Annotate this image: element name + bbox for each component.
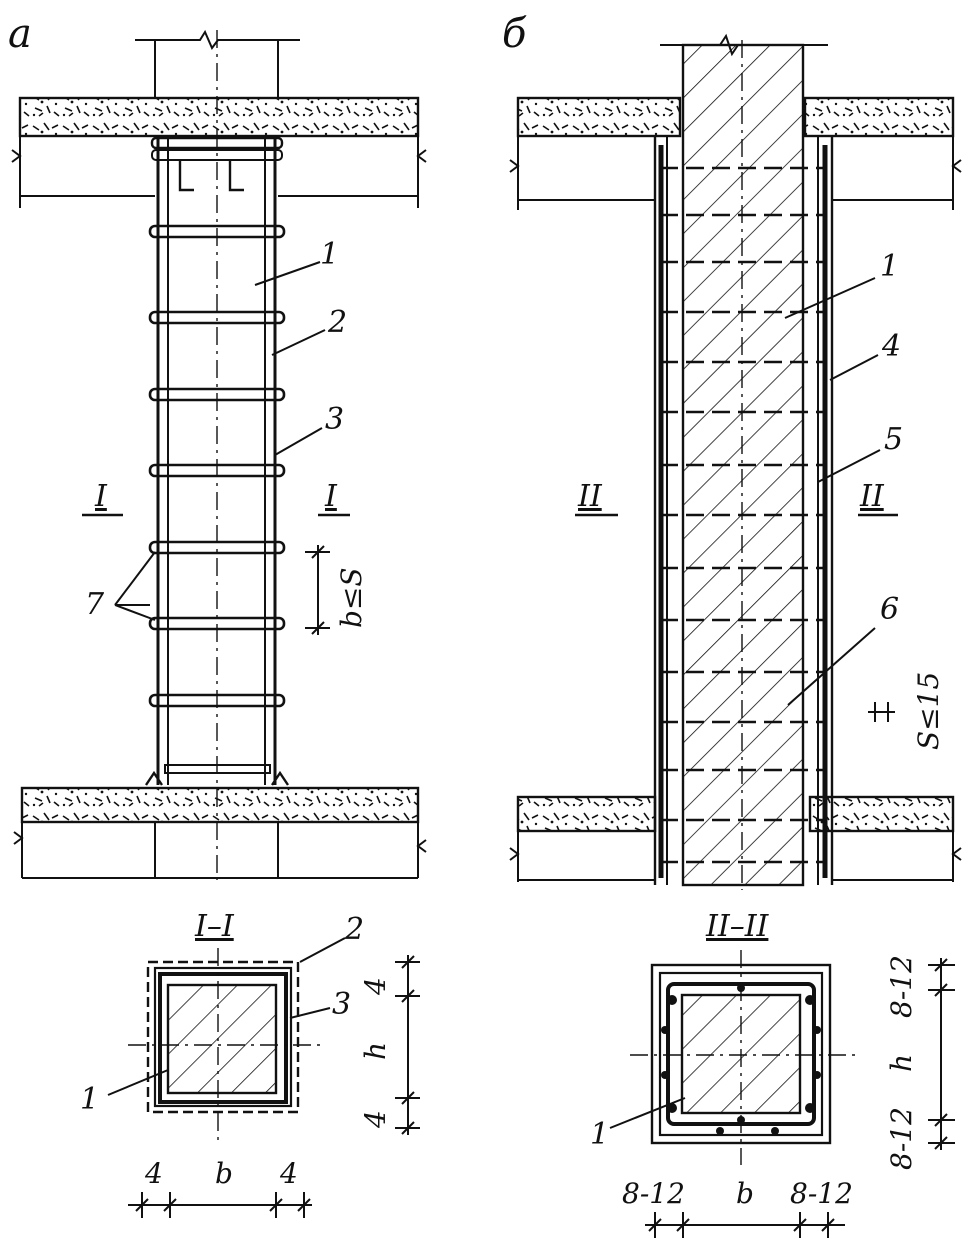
panel-a-cover-bottom: 4 bbox=[359, 1110, 392, 1128]
panel-a-spacing-label: b≤S bbox=[335, 567, 368, 628]
panel-b-marker-4: 4 bbox=[882, 329, 902, 364]
panel-b-section-mark-left: II bbox=[578, 479, 602, 514]
panel-b-section-title: II–II bbox=[706, 909, 769, 944]
panel-b-letter: б bbox=[502, 11, 527, 57]
panel-b-spacing-label: S≤15 bbox=[912, 671, 945, 750]
panel-b-marker-6: 6 bbox=[880, 592, 900, 627]
panel-b-cover-left: 8-12 bbox=[622, 1177, 685, 1210]
panel-b-section bbox=[609, 950, 955, 1238]
panel-a-width: b bbox=[215, 1157, 233, 1190]
panel-b-marker-5: 5 bbox=[884, 422, 904, 457]
panel-a-marker-1: 1 bbox=[320, 237, 340, 272]
panel-b-section-marker-1: 1 bbox=[590, 1117, 610, 1152]
panel-a-cover-left: 4 bbox=[145, 1157, 163, 1190]
panel-a-cover-right: 4 bbox=[280, 1157, 298, 1190]
panel-a-section-title: I–I bbox=[195, 909, 234, 944]
panel-b-section-mark-right: II bbox=[860, 479, 884, 514]
panel-b-cover-bottom: 8-12 bbox=[885, 1107, 918, 1170]
panel-a-section-mark-left: I bbox=[95, 479, 107, 514]
panel-a-section-marker-1: 1 bbox=[80, 1082, 100, 1117]
panel-b-cover-right: 8-12 bbox=[790, 1177, 853, 1210]
panel-a-section-marker-2: 2 bbox=[345, 912, 365, 947]
panel-a-section-marker-3: 3 bbox=[332, 987, 352, 1022]
panel-a-marker-2: 2 bbox=[328, 305, 348, 340]
panel-a-height: h bbox=[359, 1041, 392, 1060]
panel-a-elevation bbox=[11, 29, 427, 880]
panel-a-letter: а bbox=[8, 11, 32, 57]
panel-a-marker-7: 7 bbox=[85, 587, 105, 622]
panel-b-height: h bbox=[885, 1053, 918, 1072]
panel-a-section bbox=[107, 937, 420, 1218]
panel-b-cover-top: 8-12 bbox=[885, 955, 918, 1018]
panel-a-cover-top: 4 bbox=[359, 977, 392, 995]
panel-b-marker-1: 1 bbox=[880, 249, 900, 284]
panel-b-elevation bbox=[509, 33, 962, 890]
panel-b-width: b bbox=[736, 1177, 754, 1210]
panel-a-marker-3: 3 bbox=[325, 402, 345, 437]
panel-a-section-mark-right: I bbox=[325, 479, 337, 514]
